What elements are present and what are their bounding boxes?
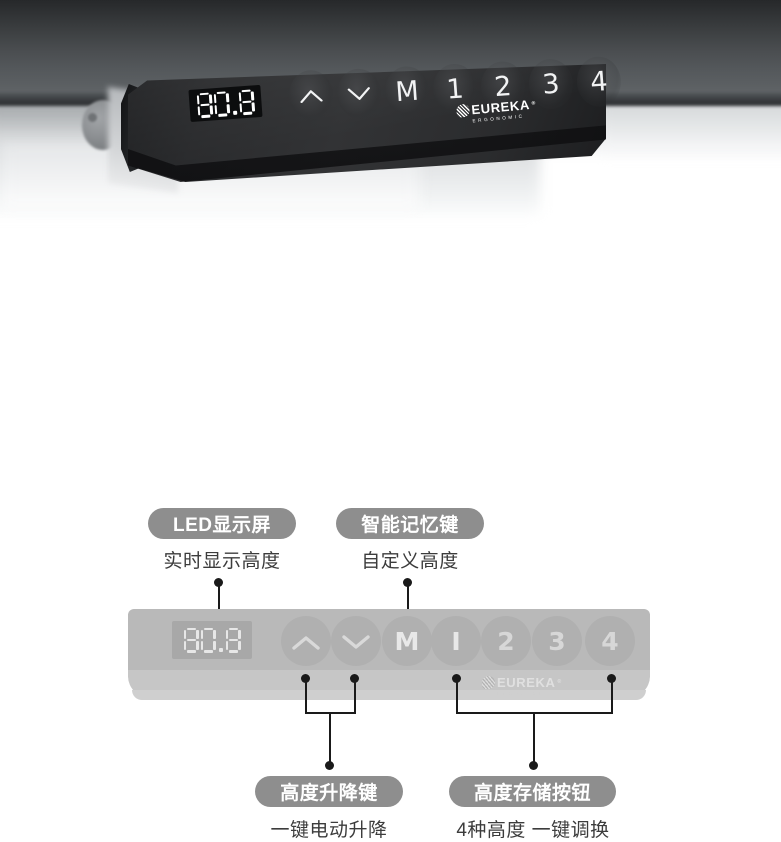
- diagram-brand-subtitle: ERGONOMIC: [497, 691, 550, 696]
- led-seven-segment-digits: [196, 89, 255, 118]
- product-photo: M 1 2 3 4 EUREKA ® ERGONOMIC: [0, 0, 781, 230]
- diagram-led-digit-8: [183, 627, 199, 653]
- leader-dot-updown-end: [325, 761, 334, 770]
- chevron-up-icon: [299, 88, 324, 103]
- eureka-mark-icon: [455, 103, 471, 118]
- memory-button[interactable]: M: [383, 64, 431, 118]
- annotation-badge-height-presets: 高度存储按钮: [449, 776, 616, 807]
- led-digit-0: [213, 90, 230, 117]
- preset-3-button-label: 3: [541, 68, 561, 101]
- photo-controls-group: M 1 2 3 4 EUREKA ® ERGONOMIC: [187, 47, 623, 147]
- leader-line-presets-stem: [533, 712, 535, 764]
- diagram-brand-logo-row: EUREKA ®: [482, 676, 562, 689]
- diagram-led-display: [172, 621, 252, 659]
- diagram-memory-button[interactable]: M: [382, 616, 432, 666]
- annotation-badge-text: 高度升降键: [280, 783, 378, 804]
- preset-1-button-label: 1: [445, 72, 465, 106]
- annotation-badge-text: 智能记忆键: [361, 515, 459, 536]
- led-digit-decimal-8: [238, 89, 255, 115]
- leader-line-led: [218, 582, 220, 616]
- leader-line-updown-stem: [329, 712, 331, 764]
- leader-line-preset-1: [456, 678, 458, 713]
- diagram-down-button[interactable]: [331, 616, 381, 666]
- annotation-caption-smart-memory: 自定义高度: [336, 546, 484, 573]
- leader-dot-presets-end: [529, 761, 538, 770]
- diagram-memory-button-label: M: [394, 626, 420, 656]
- annotation-caption-text: 一键电动升降: [270, 820, 388, 841]
- annotation-badge-text: LED显示屏: [172, 515, 271, 536]
- diagram-preset-2-button-label: 2: [497, 626, 515, 656]
- diagram-brand-logo: EUREKA ® ERGONOMIC: [482, 676, 562, 696]
- leader-line-up: [305, 678, 307, 713]
- chevron-down-icon: [342, 627, 370, 656]
- diagram-led-decimal-point: [218, 647, 223, 652]
- diagram-panel-shadow: [132, 690, 646, 700]
- eureka-mark-icon: [482, 676, 495, 689]
- annotation-caption-text: 自定义高度: [361, 551, 459, 572]
- led-digit-8: [196, 92, 213, 118]
- diagram-up-button[interactable]: [281, 616, 331, 666]
- diagram-brand-name: EUREKA: [497, 675, 556, 690]
- annotation-badge-height-adjust: 高度升降键: [255, 776, 403, 807]
- annotation-caption-text: 4种高度 一键调换: [456, 820, 610, 841]
- leader-line-preset-4: [611, 678, 613, 713]
- diagram-brand-trademark: ®: [557, 679, 562, 685]
- memory-button-label: M: [394, 75, 420, 108]
- annotation-badge-led-display: LED显示屏: [148, 508, 296, 539]
- chevron-up-icon: [292, 627, 320, 656]
- annotated-diagram: LED显示屏 实时显示高度 智能记忆键 自定义高度: [0, 230, 781, 841]
- diagram-led-seven-segment-digits: [183, 627, 241, 653]
- mounting-knob-center-icon: [88, 113, 97, 122]
- annotation-badge-text: 高度存储按钮: [473, 783, 591, 804]
- preset-4-button-label: 4: [589, 65, 609, 98]
- up-button[interactable]: [287, 68, 335, 122]
- annotation-caption-height-presets: 4种高度 一键调换: [439, 815, 627, 842]
- leader-line-down: [354, 678, 356, 713]
- diagram-preset-1-button[interactable]: I: [431, 616, 481, 666]
- diagram-preset-1-button-label: I: [451, 626, 461, 656]
- brand-trademark: ®: [531, 100, 537, 107]
- diagram-preset-4-button[interactable]: 4: [585, 616, 635, 666]
- diagram-led-digit-0: [200, 627, 216, 653]
- annotation-badge-smart-memory: 智能记忆键: [336, 508, 484, 539]
- diagram-led-digit-decimal-8: [225, 627, 241, 653]
- diagram-preset-3-button[interactable]: 3: [532, 616, 582, 666]
- diagram-preset-2-button[interactable]: 2: [481, 616, 531, 666]
- leader-line-memory: [407, 582, 409, 616]
- annotation-caption-height-adjust: 一键电动升降: [248, 815, 410, 842]
- led-display: [188, 84, 263, 122]
- annotation-caption-text: 实时显示高度: [163, 551, 281, 572]
- down-button[interactable]: [335, 67, 383, 121]
- diagram-preset-3-button-label: 3: [548, 626, 566, 656]
- led-decimal-point: [232, 110, 237, 115]
- annotation-caption-led-display: 实时显示高度: [148, 546, 296, 573]
- chevron-down-icon: [347, 86, 372, 102]
- diagram-preset-4-button-label: 4: [601, 626, 619, 656]
